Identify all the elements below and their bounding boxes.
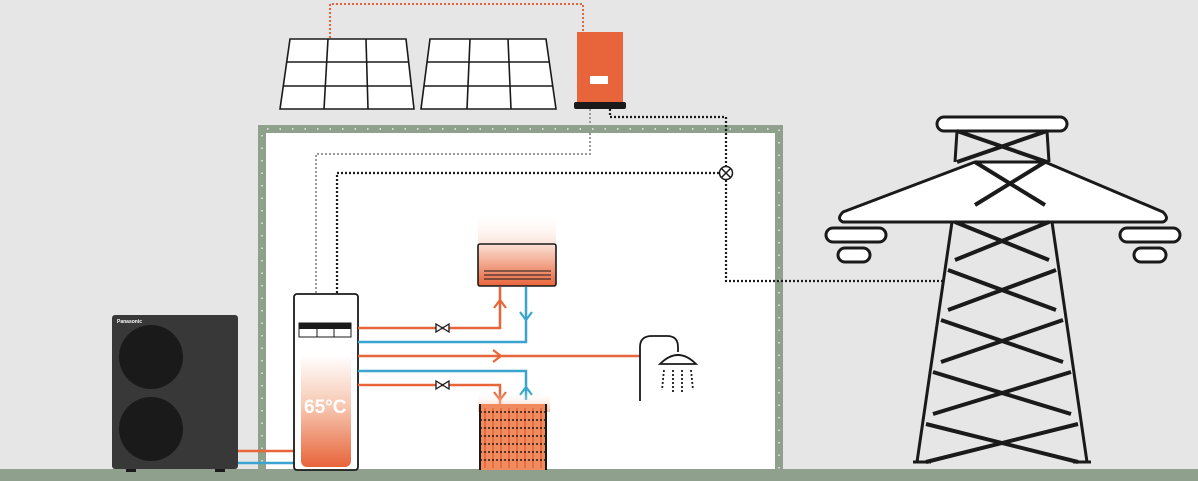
grid-connection-line xyxy=(608,109,945,283)
solar-panel-icon xyxy=(420,38,557,110)
radiator-return-arrow xyxy=(519,311,533,322)
hot-water-tank-icon: 65°C xyxy=(293,293,359,471)
tank-temperature: 65°C xyxy=(304,397,347,418)
power-pylon-icon xyxy=(824,115,1182,464)
valve-icon xyxy=(435,379,450,391)
radiator-supply-arrow xyxy=(493,298,507,309)
dhw-supply-arrow xyxy=(492,349,503,363)
electricity-meter-icon xyxy=(718,165,734,181)
floor-heating-icon xyxy=(478,392,550,470)
heat-pump-outdoor-unit-icon: Panasonic xyxy=(112,315,238,472)
inverter-icon xyxy=(574,32,626,109)
ground xyxy=(0,469,1198,481)
radiator-icon xyxy=(477,212,557,287)
valve-icon xyxy=(435,322,450,334)
shower-icon xyxy=(639,335,699,401)
heat-pump-brand: Panasonic xyxy=(117,319,142,325)
pv-inverter-link xyxy=(329,3,584,38)
solar-panel-icon xyxy=(279,38,415,110)
floor-return-pipe xyxy=(358,369,528,400)
meter-to-tank-line xyxy=(335,171,719,294)
house-wiring-grey xyxy=(315,109,591,294)
radiator-return-pipe xyxy=(358,287,528,344)
